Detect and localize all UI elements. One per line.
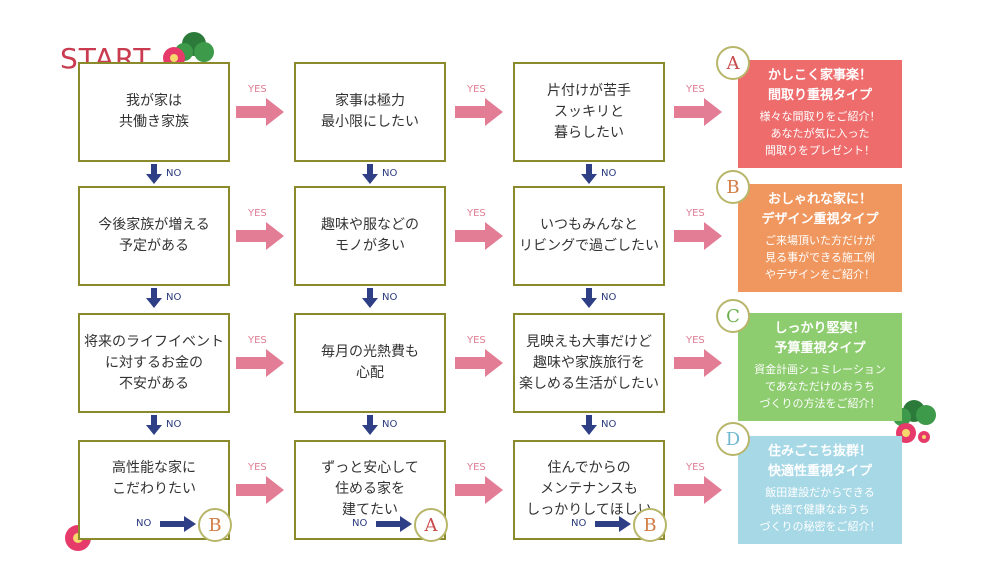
yes-label: YES xyxy=(686,208,705,219)
no-label: NO xyxy=(166,419,182,430)
result-desc: ご来場頂いた方だけが 見る事ができる施工例 やデザインをご紹介！ xyxy=(765,234,875,281)
yes-arrow xyxy=(236,476,284,504)
no-arrow xyxy=(146,164,162,184)
result-letter-c: C xyxy=(716,299,750,333)
result-letter-a: A xyxy=(716,46,750,80)
question-box: 見映えも大事だけど 趣味や家族旅行を 楽しめる生活がしたい xyxy=(513,313,665,413)
yes-label: YES xyxy=(467,84,486,95)
question-box: 片付けが苦手 スッキリと 暮らしたい xyxy=(513,62,665,162)
yes-arrow xyxy=(674,349,722,377)
result-letter-d: D xyxy=(716,422,750,456)
no-arrow xyxy=(362,415,378,435)
yes-label: YES xyxy=(686,335,705,346)
question-box: 高性能な家に こだわりたい xyxy=(78,440,230,540)
no-label: NO xyxy=(382,168,398,179)
yes-arrow xyxy=(236,98,284,126)
question-box: 住んでからの メンテナンスも しっかりしてほしい xyxy=(513,440,665,540)
question-box: 今後家族が増える 予定がある xyxy=(78,186,230,286)
no-arrow xyxy=(581,164,597,184)
yes-arrow xyxy=(236,222,284,250)
yes-label: YES xyxy=(686,84,705,95)
yes-label: YES xyxy=(467,208,486,219)
yes-label: YES xyxy=(248,208,267,219)
result-circle-b: B xyxy=(198,508,232,542)
yes-arrow xyxy=(455,98,503,126)
yes-arrow xyxy=(674,98,722,126)
no-arrow xyxy=(581,415,597,435)
result-title: おしゃれな家に！ デザイン重視タイプ xyxy=(761,192,879,227)
question-box: 我が家は 共働き家族 xyxy=(78,62,230,162)
yes-arrow xyxy=(674,222,722,250)
result-desc: 様々な間取りをご紹介！ あなたが気に入った 間取りをプレゼント！ xyxy=(759,110,881,157)
result-desc: 飯田建設だからできる 快適で健康なおうち づくりの秘密をご紹介！ xyxy=(759,486,881,533)
no-arrow xyxy=(362,288,378,308)
no-arrow xyxy=(160,516,196,532)
result-title: 住みごこち抜群！ 快適性重視タイプ xyxy=(767,444,872,479)
no-label: NO xyxy=(601,292,617,303)
no-arrow xyxy=(595,516,631,532)
flower-icon-top xyxy=(163,32,214,69)
no-label: NO xyxy=(382,292,398,303)
no-label: NO xyxy=(382,419,398,430)
result-box-c: しっかり堅実！ 予算重視タイプ資金計画シュミレーション であなただけのおうち づ… xyxy=(738,313,902,421)
no-label: NO xyxy=(166,168,182,179)
result-letter-b: B xyxy=(716,170,750,204)
yes-label: YES xyxy=(248,462,267,473)
no-arrow xyxy=(146,288,162,308)
no-label: NO xyxy=(571,518,587,529)
result-title: かしこく家事楽！ 間取り重視タイプ xyxy=(767,68,872,103)
result-circle-b: B xyxy=(633,508,667,542)
result-circle-a: A xyxy=(414,508,448,542)
question-box: いつもみんなと リビングで過ごしたい xyxy=(513,186,665,286)
yes-arrow xyxy=(236,349,284,377)
question-box: 毎月の光熱費も 心配 xyxy=(294,313,446,413)
yes-arrow xyxy=(455,476,503,504)
no-label: NO xyxy=(166,292,182,303)
result-box-b: おしゃれな家に！ デザイン重視タイプご来場頂いた方だけが 見る事ができる施工例 … xyxy=(738,184,902,292)
yes-label: YES xyxy=(248,335,267,346)
yes-arrow xyxy=(674,476,722,504)
yes-arrow xyxy=(455,349,503,377)
no-label: NO xyxy=(601,419,617,430)
yes-label: YES xyxy=(467,335,486,346)
result-box-a: かしこく家事楽！ 間取り重視タイプ様々な間取りをご紹介！ あなたが気に入った 間… xyxy=(738,60,902,168)
no-label: NO xyxy=(136,518,152,529)
result-title: しっかり堅実！ 予算重視タイプ xyxy=(774,321,866,356)
yes-arrow xyxy=(455,222,503,250)
question-box: 家事は極力 最小限にしたい xyxy=(294,62,446,162)
no-label: NO xyxy=(601,168,617,179)
yes-label: YES xyxy=(467,462,486,473)
question-box: 趣味や服などの モノが多い xyxy=(294,186,446,286)
no-arrow xyxy=(376,516,412,532)
result-desc: 資金計画シュミレーション であなただけのおうち づくりの方法をご紹介！ xyxy=(754,363,886,410)
no-arrow xyxy=(362,164,378,184)
question-box: 将来のライフイベント に対するお金の 不安がある xyxy=(78,313,230,413)
no-arrow xyxy=(146,415,162,435)
yes-label: YES xyxy=(248,84,267,95)
result-box-d: 住みごこち抜群！ 快適性重視タイプ飯田建設だからできる 快適で健康なおうち づく… xyxy=(738,436,902,544)
no-arrow xyxy=(581,288,597,308)
yes-label: YES xyxy=(686,462,705,473)
no-label: NO xyxy=(352,518,368,529)
